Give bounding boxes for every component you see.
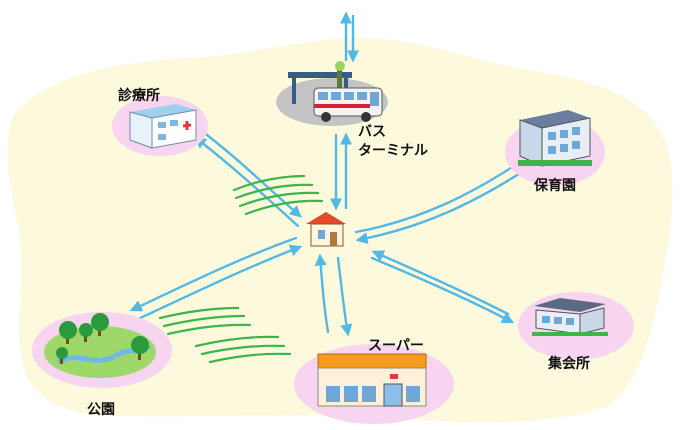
tree-icon (56, 313, 149, 364)
arrow-house-to-nursery (354, 160, 523, 234)
clinic-label: 診療所 (118, 88, 160, 104)
community-hall-label: 集会所 (548, 356, 590, 372)
supermarket (294, 344, 454, 424)
arrow-house-to-clinic (194, 136, 300, 228)
community-hall (518, 292, 634, 360)
bus-terminal-label-line2: ターミナル (358, 143, 428, 159)
arrows (129, 11, 524, 337)
arrow-nursery-to-house (355, 170, 524, 245)
house-icon (306, 212, 346, 247)
field-bottom (158, 306, 292, 364)
arrow-house-to-park (129, 236, 298, 312)
bus-terminal (276, 61, 388, 126)
arrow-hall-to-house (371, 250, 510, 316)
arrow-house-to-hall (370, 256, 515, 324)
field-top (232, 174, 324, 216)
arrow-house-to-super (336, 256, 353, 337)
nursery (505, 110, 605, 186)
arrow-clinic-to-house (196, 126, 302, 218)
bus-icon (313, 87, 383, 122)
arrow-park-to-house (134, 244, 303, 322)
nursery-label: 保育園 (534, 178, 576, 194)
bus-terminal-label-line1: バス (358, 124, 386, 140)
arrow-super-to-house (314, 253, 330, 334)
clinic (112, 96, 208, 156)
red-cross-icon (182, 121, 192, 130)
park-label: 公園 (87, 402, 115, 418)
supermarket-label: スーパー (368, 338, 424, 354)
park (32, 312, 172, 388)
